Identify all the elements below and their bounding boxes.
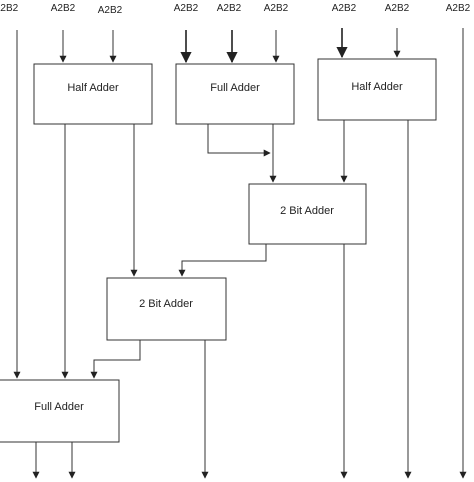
half-adder-label-1: Half Adder xyxy=(67,82,119,94)
full-adder-label-1: Full Adder xyxy=(210,82,260,94)
half-adder-label-2: Half Adder xyxy=(351,81,403,93)
input-label-5: A2B2 xyxy=(217,3,242,14)
input-label-8: A2B2 xyxy=(385,3,410,14)
two-bit-adder-block-1 xyxy=(248,183,367,245)
wire-2ba2-to-fa2 xyxy=(90,340,141,379)
two-bit-adder-block-2 xyxy=(106,277,227,341)
input-label-1: A2B2 xyxy=(0,3,19,14)
two-bit-adder-label-2: 2 Bit Adder xyxy=(139,298,193,310)
input-label-9: A2B2 xyxy=(446,3,471,14)
two-bit-adder-label-1: 2 Bit Adder xyxy=(280,205,334,217)
input-label-4: A2B2 xyxy=(174,3,199,14)
half-adder-block-2 xyxy=(317,58,437,121)
full-adder-label-2: Full Adder xyxy=(34,401,84,413)
input-label-7: A2B2 xyxy=(332,3,357,14)
input-label-3: A2B2 xyxy=(98,5,123,16)
input-label-2: A2B2 xyxy=(51,3,76,14)
wire-2ba1-to-2ba2 xyxy=(178,244,267,277)
full-adder-block-1 xyxy=(175,63,295,125)
half-adder-block-1 xyxy=(33,63,153,125)
wire-fa1-carry-loop xyxy=(207,124,271,157)
input-label-6: A2B2 xyxy=(264,3,289,14)
full-adder-block-2 xyxy=(0,379,120,443)
